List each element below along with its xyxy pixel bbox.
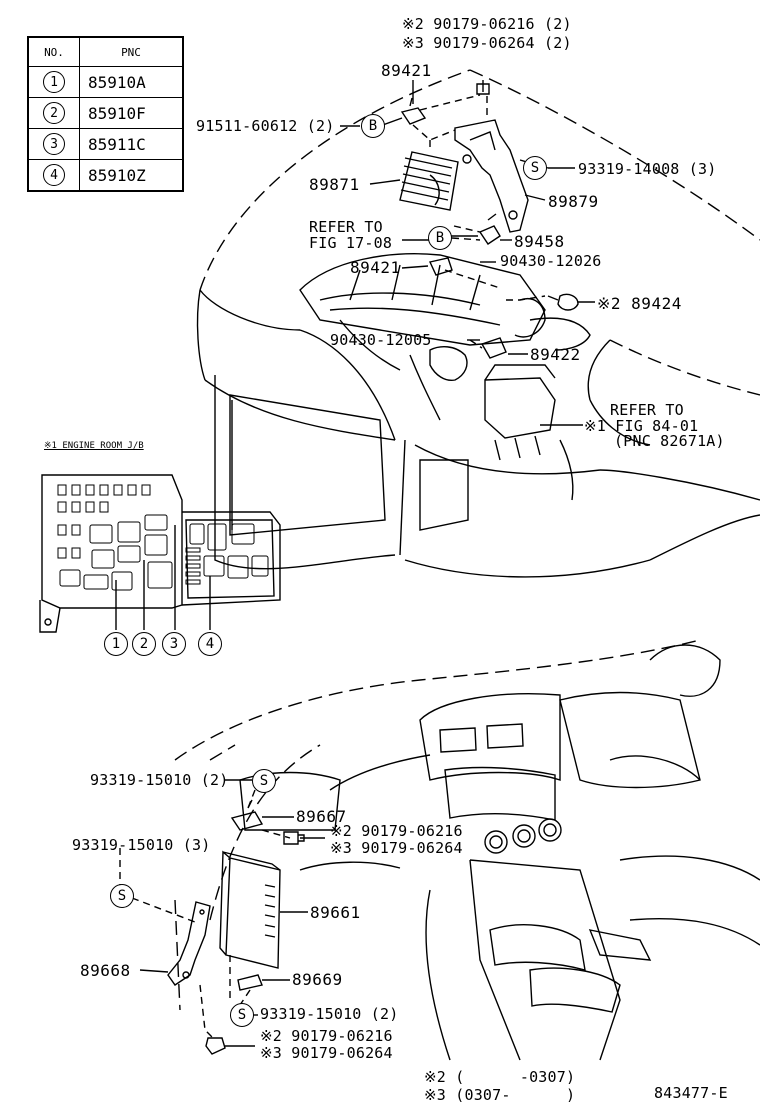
screw-marker-93319-15010-b: S [230, 1003, 254, 1027]
figure-code: 843477-E [654, 1084, 728, 1102]
row-pnc: 85911C [79, 128, 184, 160]
label-89668: 89668 [80, 961, 131, 980]
label-90430-12005: 90430-12005 [330, 331, 432, 349]
screw-marker-93319-15010-3: S [110, 884, 134, 908]
sensor-89421-top [400, 97, 427, 125]
label-bot-note-3: ※3 90179-06264 [260, 1044, 393, 1062]
label-93319-15010-3: 93319-15010 (3) [72, 836, 211, 854]
bracket-89667 [230, 799, 264, 831]
sensor-89421-mid [429, 257, 453, 276]
vehicle-interior [174, 639, 760, 1061]
label-89458: 89458 [514, 232, 565, 251]
screw-marker-93319-14008: S [523, 156, 547, 180]
label-bot-note-2: ※2 90179-06216 [260, 1027, 393, 1045]
label-refer-to-a: REFER TO [309, 218, 383, 236]
bracket-89668 [167, 901, 211, 986]
header-no: NO. [27, 36, 80, 67]
label-89424: ※2 89424 [597, 294, 682, 313]
nut-90179-top [476, 83, 490, 95]
jb-callout-1: 1 [104, 632, 128, 656]
nut-90179-bottom [205, 1037, 226, 1055]
ecu-89661 [219, 850, 281, 969]
row-pnc: 85910F [79, 97, 184, 129]
dashed-leaders-upper [412, 94, 549, 349]
ecu-89871 [399, 151, 459, 211]
bolt-marker-refer-fig-17-08: B [428, 226, 452, 250]
screw-marker-93319-15010-a: S [252, 769, 276, 793]
row-number: 3 [43, 133, 65, 155]
sensor-89458 [478, 213, 501, 245]
table-row: 1 85910A [27, 66, 184, 98]
junction-block-title: ※1 ENGINE ROOM J/B [44, 441, 144, 451]
label-fig-17-08: FIG 17-08 [309, 234, 393, 252]
header-pnc: PNC [79, 36, 184, 67]
label-pnc-82671a: (PNC 82671A) [614, 432, 725, 450]
engine-room-junction-block [39, 474, 281, 633]
sensor-89422 [480, 337, 507, 359]
engine-block [299, 253, 591, 461]
table-row: 2 85910F [27, 97, 184, 129]
label-refer-to-b: REFER TO [610, 401, 684, 419]
label-top-note-2: ※2 90179-06216 (2) [402, 15, 572, 33]
bolt-marker-91511: B [361, 114, 385, 138]
row-pnc: 85910Z [79, 159, 184, 192]
row-number: 2 [43, 102, 65, 124]
pnc-table-header: NO. PNC [27, 36, 184, 67]
label-mid-note-3: ※3 90179-06264 [330, 839, 463, 857]
row-pnc: 85910A [79, 66, 184, 98]
label-93319-15010-2a: 93319-15010 (2) [90, 771, 229, 789]
dashed-leaders-lower [119, 789, 291, 1041]
label-date-2: ※2 ( -0307) [424, 1068, 576, 1086]
table-row: 3 85911C [27, 128, 184, 160]
row-number: 1 [43, 71, 65, 93]
label-89421-top: 89421 [381, 61, 432, 80]
label-fig-84-01: ※1 FIG 84-01 [584, 417, 699, 435]
row-number: 4 [43, 164, 65, 186]
label-top-note-3: ※3 90179-06264 (2) [402, 34, 572, 52]
label-89422: 89422 [530, 345, 581, 364]
jb-callout-2: 2 [132, 632, 156, 656]
label-89871: 89871 [309, 175, 360, 194]
label-89669: 89669 [292, 970, 343, 989]
label-89667: 89667 [296, 807, 347, 826]
label-89879: 89879 [548, 192, 599, 211]
label-date-3: ※3 (0307- ) [424, 1086, 576, 1104]
jb-callout-3: 3 [162, 632, 186, 656]
label-89661: 89661 [310, 903, 361, 922]
bracket-89879 [454, 119, 529, 233]
nut-90179-mid [283, 831, 305, 845]
label-93319-14008: 93319-14008 (3) [578, 160, 717, 178]
pnc-table: NO. PNC 1 85910A 2 85910F 3 85911C 4 859… [27, 36, 184, 192]
label-91511-60612: 91511-60612 (2) [196, 117, 335, 135]
bracket-89669 [237, 974, 263, 991]
label-93319-15010-2b: 93319-15010 (2) [260, 1005, 399, 1023]
sensor-89424 [547, 293, 579, 311]
jb-callout-4: 4 [198, 632, 222, 656]
table-row: 4 85910Z [27, 159, 184, 192]
label-90430-12026: 90430-12026 [500, 252, 602, 270]
label-mid-note-2: ※2 90179-06216 [330, 822, 463, 840]
label-89421-mid: 89421 [350, 258, 401, 277]
vehicle-front-body [196, 69, 760, 578]
